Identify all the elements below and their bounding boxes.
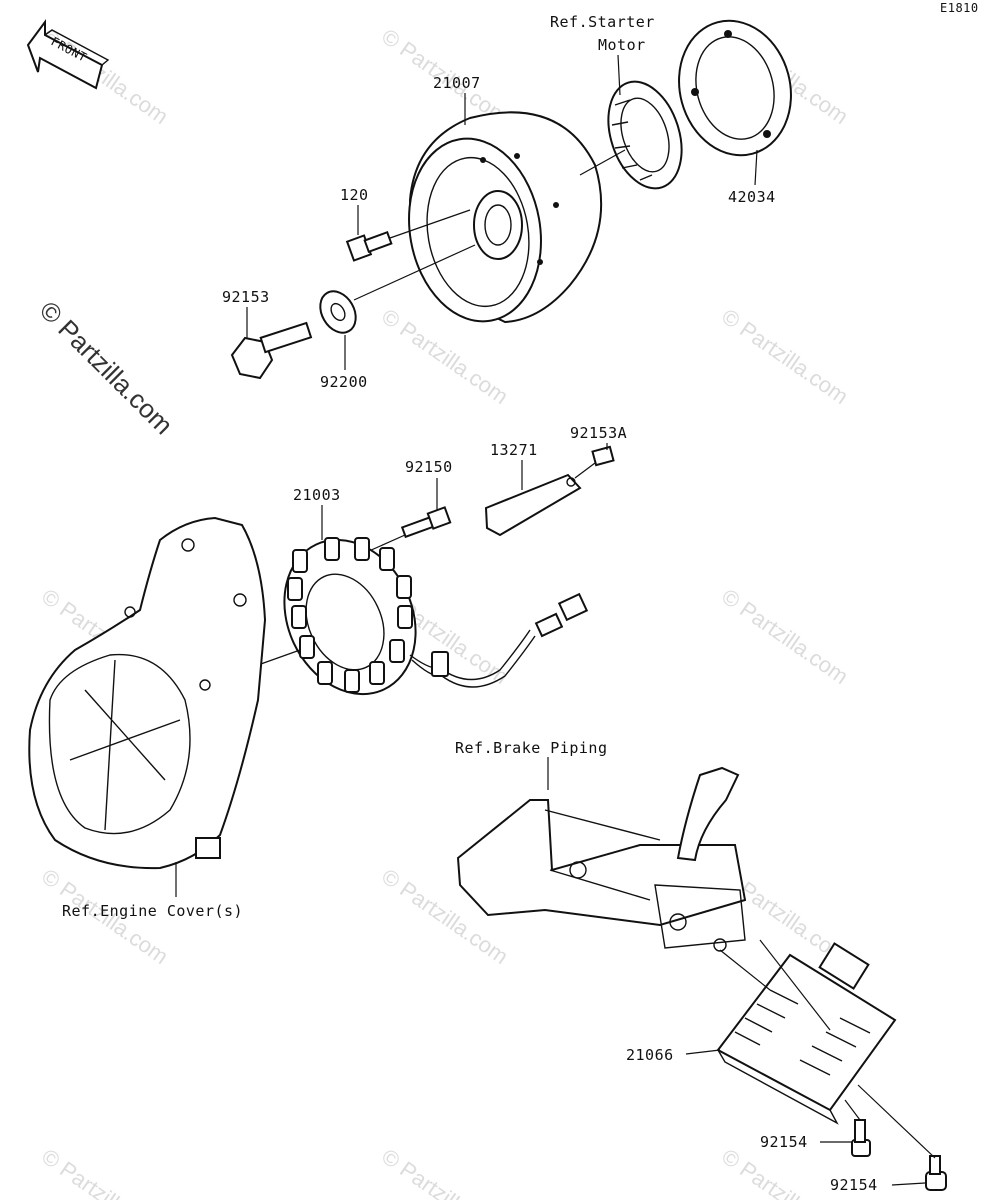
part-21003-stator: [283, 537, 589, 696]
part-92154-screw-b: [925, 1155, 947, 1191]
axis-92154-b: [857, 1084, 936, 1159]
ref-starter-motor-line2: Motor: [598, 36, 646, 54]
leader-21066: [685, 1049, 721, 1055]
axis-92154-a: [844, 1099, 861, 1121]
stator-teeth: [287, 537, 413, 693]
label-120: 120: [340, 186, 369, 204]
leader-42034: [754, 149, 758, 186]
leader-starter-motor: [617, 54, 621, 96]
figure-code: E1810: [940, 1, 979, 15]
axis-rotor-starter: [579, 149, 626, 176]
part-42034-ring: [678, 19, 792, 157]
watermark-12: © Partzilla.com: [37, 1144, 173, 1200]
label-42034: 42034: [728, 188, 776, 206]
watermark-13: © Partzilla.com: [377, 1144, 513, 1200]
part-92153-bolt: [230, 321, 313, 380]
stator-wire: [409, 629, 531, 681]
ref-starter-motor-line1: Ref.Starter: [550, 13, 655, 31]
regulator-fins: [734, 989, 871, 1076]
engine-cover: [28, 516, 267, 870]
watermark-5: © Partzilla.com: [717, 304, 853, 410]
axis-120-rotor: [389, 209, 471, 239]
label-92153: 92153: [222, 288, 270, 306]
axis-washer-rotor: [353, 244, 476, 301]
brake-piping-bracket: [456, 766, 747, 952]
axis-92153A: [574, 462, 596, 479]
part-21007-rotor: [408, 111, 603, 324]
label-92154-b: 92154: [830, 1176, 878, 1194]
label-21066: 21066: [626, 1046, 674, 1064]
axis-regulator-bracket-2: [759, 939, 831, 1031]
label-92150: 92150: [405, 458, 453, 476]
front-arrow: FRONT: [26, 18, 110, 90]
axis-regulator-bracket-1: [719, 949, 771, 991]
leader-92154-b: [891, 1182, 926, 1186]
label-13271: 13271: [490, 441, 538, 459]
ref-brake-piping: Ref.Brake Piping: [455, 739, 608, 757]
part-92200-washer: [319, 290, 357, 334]
label-92154-a: 92154: [760, 1133, 808, 1151]
watermark-main: © Partzilla.com: [34, 295, 179, 440]
label-92200: 92200: [320, 373, 368, 391]
part-21066-regulator: [716, 942, 897, 1125]
axis-stator-cover: [257, 649, 301, 666]
starter-clutch: [607, 80, 683, 190]
label-92153A: 92153A: [570, 424, 627, 442]
watermark-8: © Partzilla.com: [717, 584, 853, 690]
part-92150-bolt: [400, 506, 452, 539]
part-13271-plate: [484, 473, 582, 537]
ref-engine-cover: Ref.Engine Cover(s): [62, 902, 243, 920]
part-92154-screw-a: [851, 1119, 871, 1157]
label-21003: 21003: [293, 486, 341, 504]
part-92153A-screw: [591, 445, 615, 467]
part-120-bolt: [345, 230, 393, 262]
label-21007: 21007: [433, 74, 481, 92]
